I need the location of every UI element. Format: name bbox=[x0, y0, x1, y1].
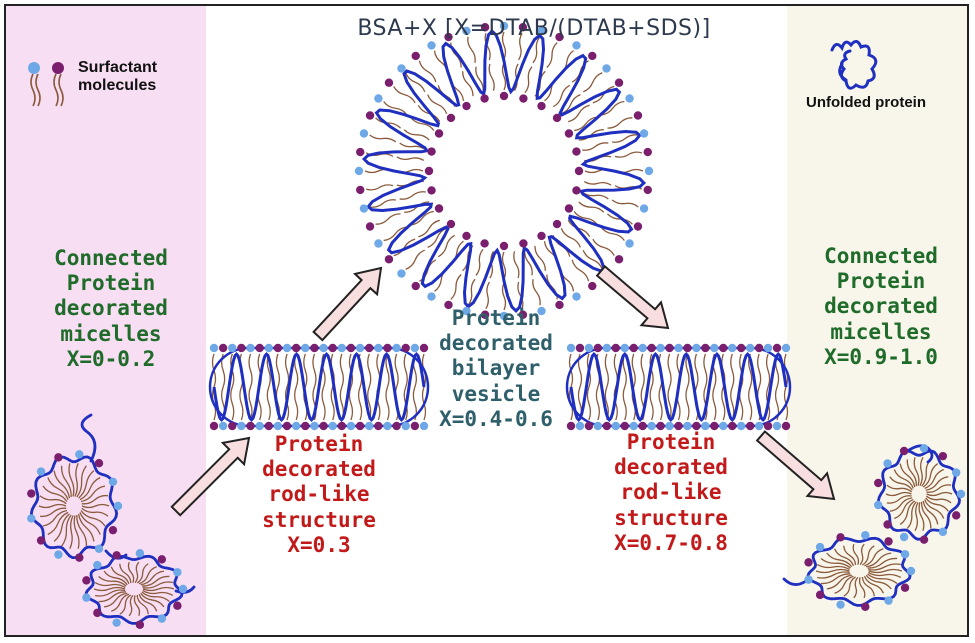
surfactant-legend-icon bbox=[28, 62, 64, 107]
rod-like-structure-right bbox=[565, 343, 792, 431]
stage-rod2-line3: rod-like bbox=[620, 480, 722, 505]
stage-left-x-range: X=0-0.2 bbox=[66, 346, 156, 371]
connected-micelle-right-top bbox=[874, 444, 966, 544]
stage-rod2-line1: Protein bbox=[626, 430, 716, 454]
arrow-vesicle-to-rod bbox=[595, 264, 670, 330]
stage-rod1-line3: rod-like bbox=[268, 482, 370, 507]
stage-vesicle-line1: Protein bbox=[451, 306, 541, 330]
stage-right-line2: Protein bbox=[836, 269, 926, 294]
stage-label-bilayer-vesicle: Protein decorated bilayer vesicle X=0.4-… bbox=[416, 306, 576, 432]
stage-label-rod-like-1: Protein decorated rod-like structure X=0… bbox=[244, 432, 394, 558]
stage-vesicle-line2: decorated bbox=[439, 331, 553, 356]
stage-rod2-x-range: X=0.7-0.8 bbox=[614, 530, 728, 555]
surfactant-legend-line2: molecules bbox=[78, 77, 157, 95]
stage-left-line2: Protein bbox=[66, 271, 156, 296]
stage-label-rod-like-2: Protein decorated rod-like structure X=0… bbox=[591, 430, 751, 556]
connected-micelle-left-bottom bbox=[82, 549, 196, 629]
stage-right-line4: micelles bbox=[830, 319, 932, 344]
stage-rod1-line2: decorated bbox=[262, 457, 376, 482]
stage-rod2-line4: structure bbox=[614, 505, 728, 530]
stage-rod1-line1: Protein bbox=[274, 432, 364, 456]
stage-right-line1: Connected bbox=[824, 244, 938, 268]
stage-rod1-line4: structure bbox=[262, 507, 376, 532]
stage-right-line3: decorated bbox=[824, 294, 938, 319]
stage-label-connected-micelles-left: Connected Protein decorated micelles X=0… bbox=[26, 246, 196, 372]
stage-left-line1: Connected bbox=[54, 246, 168, 270]
stage-vesicle-line4: vesicle bbox=[451, 381, 541, 406]
stage-vesicle-line3: bilayer bbox=[451, 356, 541, 381]
arrow-rod-to-micelles bbox=[755, 430, 836, 501]
stage-rod1-x-range: X=0.3 bbox=[287, 532, 351, 557]
surfactant-legend-line1: Surfactant bbox=[78, 59, 158, 76]
connected-micelle-left-top bbox=[27, 413, 123, 562]
stage-label-connected-micelles-right: Connected Protein decorated micelles X=0… bbox=[796, 244, 966, 370]
diagram-frame: BSA+X [X=DTAB/(DTAB+SDS)] Surfactant mol… bbox=[4, 4, 969, 637]
arrow-micelles-to-rod bbox=[170, 436, 251, 517]
bilayer-vesicle bbox=[354, 21, 654, 321]
stage-rod2-line2: decorated bbox=[614, 455, 728, 480]
diagram-title: BSA+X [X=DTAB/(DTAB+SDS)] bbox=[357, 16, 711, 41]
rod-like-structure-left bbox=[208, 343, 430, 431]
surfactant-legend: Surfactant molecules bbox=[78, 59, 157, 96]
connected-micelle-right-bottom bbox=[782, 531, 916, 611]
stage-left-line3: decorated bbox=[54, 296, 168, 321]
unfolded-protein-legend-icon bbox=[830, 40, 878, 90]
unfolded-protein-legend: Unfolded protein bbox=[806, 94, 926, 111]
stage-right-x-range: X=0.9-1.0 bbox=[824, 344, 938, 369]
arrow-rod-to-vesicle bbox=[312, 266, 383, 342]
stage-vesicle-x-range: X=0.4-0.6 bbox=[439, 406, 553, 431]
diagram-artwork bbox=[27, 21, 966, 629]
stage-left-line4: micelles bbox=[60, 321, 162, 346]
